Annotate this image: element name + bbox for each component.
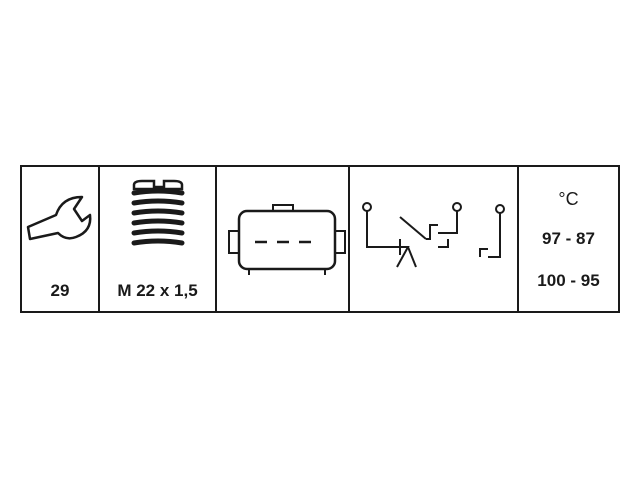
temperature-range-2: 100 - 95: [537, 271, 600, 290]
three-pin-connector-icon: [228, 204, 346, 275]
temperature-cell: °C 97 - 87 100 - 95: [519, 167, 618, 311]
temperature-range-1: 97 - 87: [542, 229, 595, 248]
temperature-unit-label: °C: [558, 189, 579, 209]
thread-cell: M 22 x 1,5: [100, 167, 217, 311]
circuit-cell: [350, 167, 519, 311]
wrench-cell: 29: [22, 167, 100, 311]
connector-cell: [217, 167, 350, 311]
spec-strip: 29 M 22 x 1,5: [20, 165, 620, 313]
wrench-icon: [26, 195, 92, 241]
threaded-bolt-icon: [131, 179, 185, 246]
switch-circuit-icon: [362, 202, 505, 268]
wrench-size-label: 29: [50, 281, 70, 300]
thread-spec-label: M 22 x 1,5: [117, 281, 198, 300]
